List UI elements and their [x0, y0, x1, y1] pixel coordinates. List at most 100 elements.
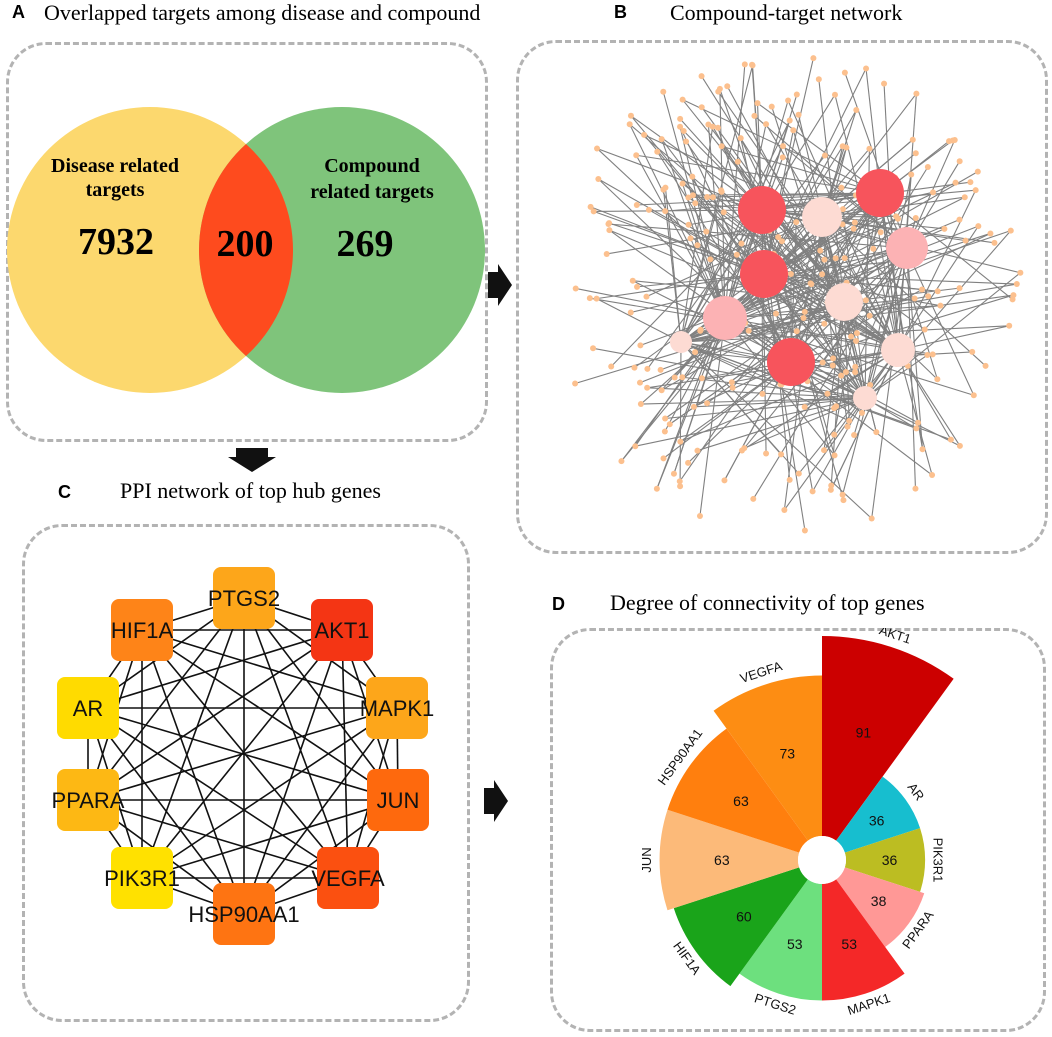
ppi-node-label: VEGFA [311, 866, 385, 891]
target-node [853, 337, 860, 344]
target-node [662, 208, 669, 215]
target-node [685, 221, 692, 228]
target-node [801, 308, 808, 315]
panel-b-frame [516, 40, 1048, 554]
target-node [839, 206, 846, 213]
target-node [637, 342, 644, 349]
ppi-node-box [311, 599, 373, 661]
target-node [930, 189, 937, 196]
target-node [952, 179, 959, 186]
target-node [913, 425, 920, 432]
target-node [824, 390, 831, 397]
target-node [694, 242, 701, 249]
target-node [810, 55, 817, 62]
target-node [790, 127, 797, 134]
compound-count: 269 [337, 223, 394, 265]
panel-c-title: PPI network of top hub genes [120, 478, 381, 503]
panel-d-title: Degree of connectivity of top genes [610, 590, 925, 615]
ppi-node-box [57, 677, 119, 739]
ppi-node-box [57, 769, 119, 831]
target-node [763, 450, 770, 457]
ppi-node-label: AR [73, 696, 104, 721]
target-node [660, 455, 667, 462]
compound-node [886, 227, 928, 269]
target-node [912, 150, 919, 157]
panel-a-title: Overlapped targets among disease and com… [44, 0, 481, 25]
target-node [828, 482, 835, 489]
target-node [913, 90, 920, 97]
target-node [830, 355, 837, 362]
target-node [881, 80, 888, 87]
target-node [603, 250, 610, 257]
target-node [685, 194, 692, 201]
target-node [962, 237, 969, 244]
target-node [1006, 322, 1013, 329]
target-node [720, 209, 727, 216]
target-node [590, 345, 597, 352]
target-node [866, 312, 873, 319]
target-node [704, 194, 711, 201]
target-node [829, 362, 836, 369]
disease-label-line2: targets [86, 179, 145, 201]
target-node [679, 180, 686, 187]
compound-node [740, 250, 788, 298]
target-node [734, 158, 741, 165]
target-node [821, 447, 828, 454]
bar-hif1a [673, 867, 808, 987]
ppi-node-akt1: AKT1 [311, 599, 373, 661]
target-node [991, 239, 998, 246]
target-node [590, 208, 597, 215]
target-node [873, 429, 880, 436]
ppi-node-label: PPARA [52, 788, 125, 813]
ppi-network: PTGS2AKT1MAPK1JUNVEGFAHSP90AA1PIK3R1PPAR… [52, 567, 434, 945]
target-node [846, 417, 853, 424]
target-node [637, 401, 644, 408]
target-node [633, 201, 640, 208]
panel-b-title: Compound-target network [670, 0, 903, 25]
ppi-node-vegfa: VEGFA [311, 847, 385, 909]
target-node [807, 280, 814, 287]
target-node [929, 472, 936, 479]
target-node [841, 255, 848, 262]
target-node [969, 348, 976, 355]
bar-hsp90aa1 [667, 728, 808, 853]
ppi-node-box [111, 847, 173, 909]
target-node [714, 124, 721, 131]
network-edges [574, 58, 1021, 531]
panel-b-letter: B [614, 2, 627, 22]
target-node [831, 405, 838, 412]
target-node [941, 225, 948, 232]
target-node [780, 143, 787, 150]
target-node [689, 173, 696, 180]
target-node [749, 61, 756, 68]
compound-node [767, 338, 815, 386]
target-node [839, 491, 846, 498]
ppi-node-pik3r1: PIK3R1 [104, 847, 180, 909]
target-node [679, 96, 686, 103]
target-node [631, 364, 638, 371]
target-node [626, 121, 633, 128]
target-node [817, 247, 824, 254]
compound-node [703, 296, 747, 340]
target-node [778, 451, 785, 458]
target-node [801, 527, 808, 534]
target-node [821, 152, 828, 159]
bar-ar [836, 776, 921, 853]
compound-node [856, 169, 904, 217]
target-node [911, 295, 918, 302]
target-node [662, 184, 669, 191]
target-node [839, 143, 846, 150]
target-node [687, 235, 694, 242]
ppi-node-hif1a: HIF1A [111, 599, 173, 661]
target-node [704, 400, 711, 407]
target-node [934, 288, 941, 295]
target-node [862, 297, 869, 304]
value-label-jun: 63 [714, 852, 730, 868]
ppi-node-label: PIK3R1 [104, 866, 180, 891]
target-node [831, 91, 838, 98]
target-node [838, 184, 845, 191]
target-node [1007, 227, 1014, 234]
target-node [838, 372, 845, 379]
target-node [636, 379, 643, 386]
target-node [676, 478, 683, 485]
